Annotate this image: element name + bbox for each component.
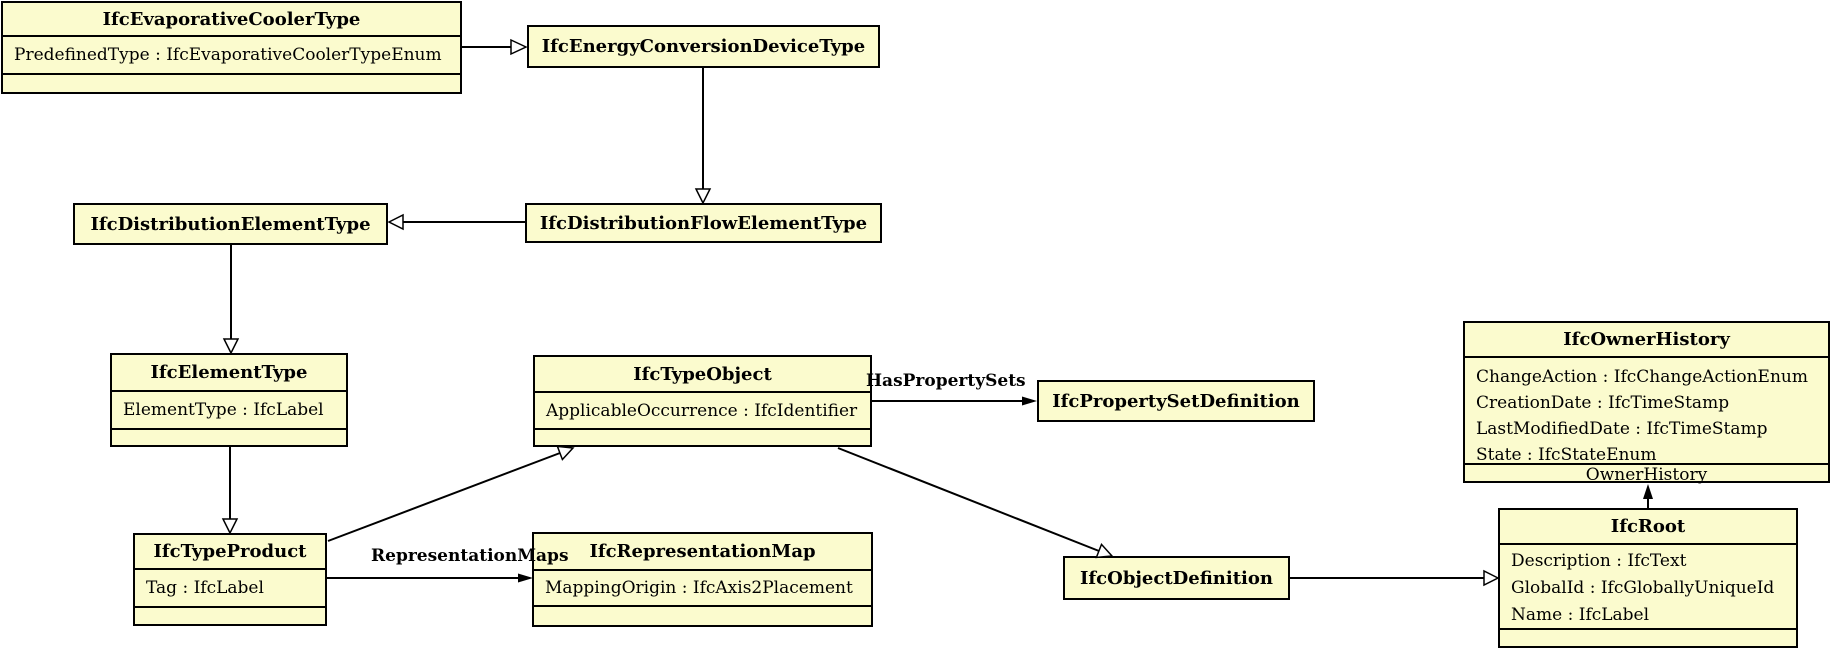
attribute: State : IfcStateEnum [1476,445,1657,465]
hollow-triangle-icon [510,38,528,56]
class-ifc-element-type: IfcElementType ElementType : IfcLabel [110,353,348,447]
class-ifc-representation-map: IfcRepresentationMap MappingOrigin : Ifc… [532,532,873,627]
class-title: IfcElementType [150,362,308,383]
arrowhead-icon [1643,484,1653,499]
hollow-triangle-icon [694,188,712,205]
class-ifc-object-definition: IfcObjectDefinition [1063,556,1290,600]
attribute: Name : IfcLabel [1511,605,1650,625]
class-ifc-evaporative-cooler-type: IfcEvaporativeCoolerType PredefinedType … [1,1,462,94]
edge-label-representation-maps: RepresentationMaps [371,546,569,566]
attribute: PredefinedType : IfcEvaporativeCoolerTyp… [14,45,442,65]
attribute: ApplicableOccurrence : IfcIdentifier [546,400,858,421]
class-title: IfcTypeProduct [153,541,307,562]
attribute: Description : IfcText [1511,551,1687,571]
class-attributes: ApplicableOccurrence : IfcIdentifier [535,391,870,428]
class-title: IfcRepresentationMap [589,541,816,562]
class-attributes: PredefinedType : IfcEvaporativeCoolerTyp… [3,35,460,73]
class-ifc-distribution-element-type: IfcDistributionElementType [73,203,388,245]
class-ifc-owner-history: IfcOwnerHistory ChangeAction : IfcChange… [1463,321,1830,485]
hollow-triangle-icon [221,518,239,535]
class-title: IfcEnergyConversionDeviceType [541,36,866,57]
hollow-triangle-icon [387,213,404,231]
class-attributes: ChangeAction : IfcChangeActionEnum Creat… [1465,356,1828,465]
hollow-triangle-icon [222,338,240,355]
class-title: IfcRoot [1610,516,1686,537]
empty-compartment [135,606,325,624]
hollow-triangle-icon [556,445,575,461]
class-attributes: MappingOrigin : IfcAxis2Placement [534,569,871,605]
attribute: ChangeAction : IfcChangeActionEnum [1476,367,1808,387]
attribute: GlobalId : IfcGloballyUniqueId [1511,578,1775,598]
class-title: IfcEvaporativeCoolerType [102,8,361,30]
class-attributes: Description : IfcText GlobalId : IfcGlob… [1500,543,1796,628]
class-ifc-energy-conversion-device-type: IfcEnergyConversionDeviceType [527,25,880,68]
inheritance-edge-typeobject-to-objectdefinition [837,447,1100,552]
inheritance-edge-typeproduct-to-typeobject [327,452,561,542]
class-ifc-root: IfcRoot Description : IfcText GlobalId :… [1498,508,1798,648]
class-ifc-distribution-flow-element-type: IfcDistributionFlowElementType [525,203,882,243]
empty-compartment [534,605,871,625]
empty-compartment [1500,628,1796,646]
arrowhead-icon [518,573,533,583]
empty-compartment [112,428,346,445]
class-title: IfcDistributionElementType [90,213,371,235]
class-ifc-type-product: IfcTypeProduct Tag : IfcLabel [133,533,327,626]
class-ifc-property-set-definition: IfcPropertySetDefinition [1037,380,1315,422]
attribute: LastModifiedDate : IfcTimeStamp [1476,419,1768,439]
attribute: ElementType : IfcLabel [123,400,324,420]
owner-history-role-label: OwnerHistory [1465,463,1828,485]
empty-compartment [535,428,870,445]
class-title: IfcOwnerHistory [1563,329,1730,350]
class-ifc-type-object: IfcTypeObject ApplicableOccurrence : Ifc… [533,355,872,447]
attribute: CreationDate : IfcTimeStamp [1476,393,1730,413]
attribute: MappingOrigin : IfcAxis2Placement [545,578,853,598]
edge-label-has-property-sets: HasPropertySets [866,371,1026,391]
class-attributes: Tag : IfcLabel [135,568,325,606]
class-attributes: ElementType : IfcLabel [112,390,346,428]
class-title: IfcPropertySetDefinition [1052,390,1300,412]
class-title: IfcTypeObject [633,363,772,385]
hollow-triangle-icon [1483,569,1500,587]
class-title: IfcDistributionFlowElementType [539,212,868,234]
class-title: IfcObjectDefinition [1080,567,1273,589]
empty-compartment [3,73,460,92]
arrowhead-icon [1022,396,1037,406]
attribute: Tag : IfcLabel [146,578,264,598]
